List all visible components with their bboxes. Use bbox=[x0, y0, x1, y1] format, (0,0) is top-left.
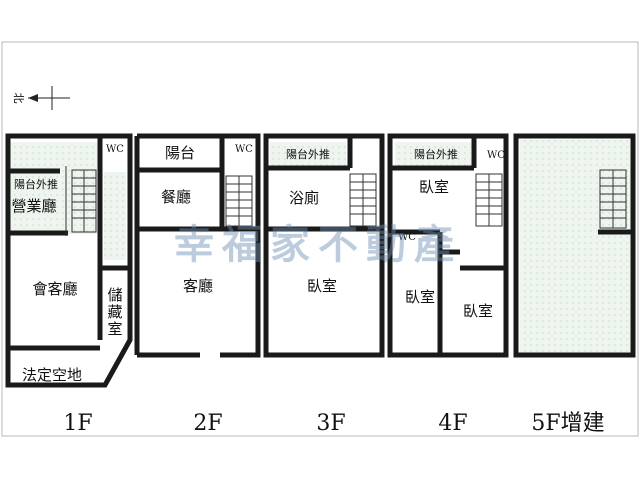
floor-5f-plan bbox=[513, 133, 636, 358]
floor-2f-plan: 陽台 餐廳 客廳 WC bbox=[134, 133, 261, 358]
room-dining: 餐廳 bbox=[161, 188, 191, 206]
room-balcony-2f: 陽台 bbox=[165, 144, 195, 162]
north-compass: 北 bbox=[12, 86, 70, 110]
north-arrow-icon bbox=[28, 94, 38, 102]
room-bathroom-3f: 浴廁 bbox=[289, 189, 319, 207]
floor-label-5f: 5F增建 bbox=[531, 411, 604, 436]
wc-4f: WC bbox=[487, 150, 505, 161]
floor-label-3f: 3F bbox=[316, 411, 345, 436]
compass-label: 北 bbox=[12, 93, 25, 104]
floor-1f-plan: 陽台外推 營業廳 會客廳 儲 藏 室 法定空地 WC bbox=[5, 133, 133, 388]
room-reception: 會客廳 bbox=[32, 280, 77, 298]
room-business-hall: 營業廳 bbox=[11, 197, 56, 215]
wc-1f: WC bbox=[106, 144, 124, 155]
watermark: 幸福家不動產 bbox=[174, 222, 462, 268]
room-balcony-1f: 陽台外推 bbox=[14, 177, 58, 191]
room-living: 客廳 bbox=[183, 277, 213, 295]
floor-label-2f: 2F bbox=[193, 411, 222, 436]
room-open-space: 法定空地 bbox=[22, 366, 82, 384]
room-bedroom-4f-a: 臥室 bbox=[419, 178, 449, 196]
room-storage-1: 儲 bbox=[107, 286, 122, 304]
floor-label-4f: 4F bbox=[438, 411, 467, 436]
room-storage-3: 室 bbox=[107, 320, 122, 338]
room-balcony-3f: 陽台外推 bbox=[286, 147, 330, 161]
room-storage-2: 藏 bbox=[107, 303, 122, 321]
room-bedroom-4f-c: 臥室 bbox=[463, 302, 493, 320]
wc-2f: WC bbox=[235, 144, 253, 155]
room-bedroom-4f-b: 臥室 bbox=[405, 288, 435, 306]
floor-label-1f: 1F bbox=[63, 411, 92, 436]
floor-4f-plan: 陽台外推 臥室 臥室 臥室 WC WC bbox=[387, 133, 509, 358]
wc-4f-2: WC bbox=[398, 232, 416, 243]
room-bedroom-3f: 臥室 bbox=[307, 277, 337, 295]
room-balcony-4f: 陽台外推 bbox=[414, 147, 458, 161]
image-frame bbox=[1, 41, 639, 437]
floor-3f-plan: 陽台外推 浴廁 臥室 bbox=[263, 133, 385, 358]
